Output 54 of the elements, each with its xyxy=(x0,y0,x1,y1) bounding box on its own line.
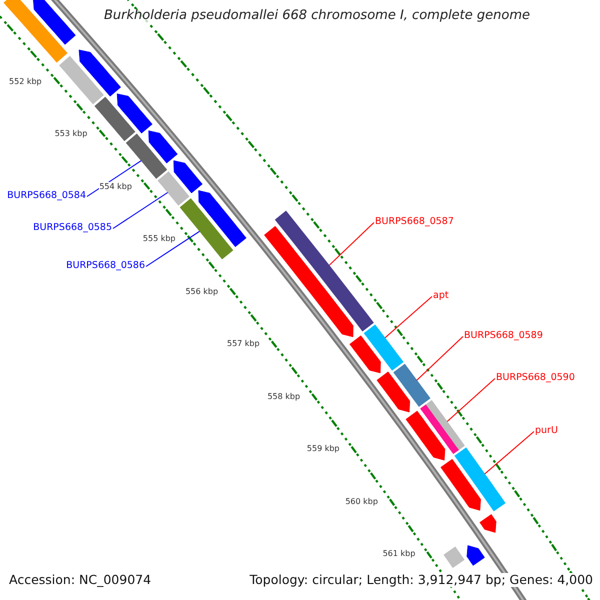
leader-line xyxy=(328,222,374,266)
gene-block xyxy=(148,130,178,164)
gene-block xyxy=(198,190,246,248)
gene-block xyxy=(274,210,374,332)
gene-block xyxy=(444,546,465,568)
gene-block xyxy=(32,0,76,45)
gene-label: apt xyxy=(433,291,449,302)
tick-label: 561 kbp xyxy=(382,548,416,558)
accession-text: Accession: NC_009074 xyxy=(7,573,154,588)
gene-block xyxy=(126,134,168,179)
leader-line xyxy=(446,378,496,422)
gene-block xyxy=(59,56,104,104)
gene-block xyxy=(364,324,404,371)
gene-block xyxy=(349,335,381,374)
tick-label: 556 kbp xyxy=(185,286,218,296)
gene-block xyxy=(116,94,152,134)
gene-block xyxy=(420,404,460,454)
gene-block xyxy=(180,198,234,260)
gene-block xyxy=(376,372,410,412)
tick-label: 552 kbp xyxy=(9,76,42,86)
gene-block xyxy=(440,458,481,511)
tick-label: 557 kbp xyxy=(226,339,260,348)
genome-stats-text: Topology: circular; Length: 3,912,947 bp; Genes: 4,000 xyxy=(248,573,595,588)
gene-block xyxy=(454,447,506,512)
gene-label: BURPS668_0585 xyxy=(33,223,112,234)
leader-line xyxy=(484,431,534,474)
gene-label: BURPS668_0589 xyxy=(464,331,543,342)
tick-label: 560 kbp xyxy=(345,496,378,506)
gene-block xyxy=(426,400,465,450)
gene-block xyxy=(264,226,354,338)
tick-label: 553 kbp xyxy=(54,129,88,138)
tick-label: 554 kbp xyxy=(99,182,132,191)
gene-block xyxy=(406,410,446,460)
tick-label: 555 kbp xyxy=(142,234,176,244)
leader-line xyxy=(146,230,200,267)
tick-label: 558 kbp xyxy=(267,392,300,401)
gene-label: BURPS668_0590 xyxy=(496,373,575,384)
gene-block xyxy=(158,171,190,206)
gene-block xyxy=(480,514,496,533)
gene-label: BURPS668_0584 xyxy=(7,191,86,202)
gene-block xyxy=(94,96,136,142)
gene-block xyxy=(78,50,121,97)
leader-line xyxy=(112,192,168,229)
gene-label: BURPS668_0587 xyxy=(375,217,454,228)
title: Burkholderia pseudomallei 668 chromosome I, complete genome xyxy=(104,9,530,24)
leader-line xyxy=(384,296,432,338)
leader-line xyxy=(416,336,464,381)
gene-label: purU xyxy=(535,426,558,437)
gene-block xyxy=(173,160,203,194)
gene-block xyxy=(4,0,68,63)
tick-label: 559 kbp xyxy=(306,444,340,454)
gene-block xyxy=(466,545,485,566)
gene-label: BURPS668_0586 xyxy=(66,261,145,272)
gene-block xyxy=(393,364,430,407)
